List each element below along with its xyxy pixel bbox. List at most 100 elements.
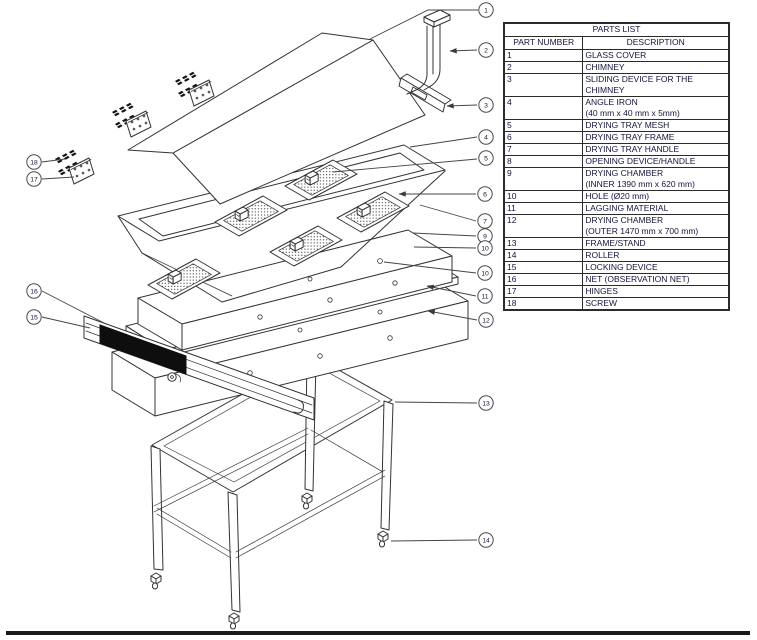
callout-balloon — [477, 186, 493, 202]
callout-balloon — [26, 309, 42, 325]
callout-number: 5 — [484, 155, 488, 162]
stand-leg — [380, 400, 394, 531]
drying-chamber-inner — [137, 229, 453, 351]
drying-tray-handle — [289, 236, 304, 252]
description-cell: DRYING TRAY HANDLE — [582, 143, 729, 156]
drying-tray-handle — [167, 269, 182, 285]
callout-balloon — [478, 97, 494, 113]
callout-balloon — [26, 154, 42, 170]
callout-number: 15 — [30, 314, 38, 321]
callout-number: 7 — [483, 218, 487, 225]
callout-16: 16 — [26, 283, 107, 325]
screw — [62, 153, 70, 160]
screw — [119, 106, 127, 113]
callout-11: 11 — [426, 284, 493, 304]
callout-17: 17 — [26, 171, 75, 187]
roller — [228, 612, 240, 630]
description-cell: OPENING DEVICE/HANDLE — [582, 155, 729, 168]
stand-leg — [227, 491, 241, 613]
callout-18: 18 — [26, 154, 66, 170]
description-cell: HINGES — [582, 285, 729, 298]
roller — [150, 572, 162, 590]
drying-tray-handle — [234, 206, 249, 222]
callout-number: 14 — [482, 537, 490, 544]
callout-number: 12 — [482, 317, 490, 324]
part-number-cell: 11 — [503, 202, 584, 215]
screw — [189, 71, 197, 79]
hinge-screw-set — [175, 71, 215, 107]
drying-tray-mesh — [278, 230, 334, 262]
description-cell: FRAME/STAND — [582, 237, 729, 250]
drying-tray-mesh — [293, 164, 349, 196]
part-number-cell: 3 — [503, 73, 584, 97]
callout-balloon — [478, 42, 494, 58]
callout-14: 14 — [390, 532, 494, 548]
callout-6: 6 — [398, 186, 493, 202]
part-number-cell: 8 — [503, 155, 584, 168]
callout-2: 2 — [449, 42, 494, 58]
callout-1: 1 — [369, 2, 494, 40]
callout-3: 3 — [446, 97, 494, 113]
part-number-cell: 15 — [503, 261, 584, 274]
description-cell: LOCKING DEVICE — [582, 261, 729, 274]
callout-balloon — [477, 288, 493, 304]
part-number-cell: 2 — [503, 61, 584, 74]
callout-12: 12 — [427, 309, 494, 328]
col-header-description: DESCRIPTION — [582, 36, 729, 50]
part-number-cell: 10 — [503, 190, 584, 203]
callout-number: 18 — [30, 159, 38, 166]
callout-15: 15 — [26, 309, 91, 329]
description-cell: CHIMNEY — [582, 61, 729, 74]
screw — [69, 149, 77, 157]
screw — [115, 121, 123, 129]
drying-tray-mesh — [223, 200, 279, 232]
screw — [55, 156, 63, 164]
screw — [58, 168, 66, 176]
part-number-cell: 4 — [503, 96, 584, 120]
sheet-bottom-border — [6, 631, 750, 635]
description-cell: LAGGING MATERIAL — [582, 202, 729, 215]
callout-number: 10 — [481, 270, 489, 277]
parts-list-title: PARTS LIST — [504, 23, 729, 37]
screw — [126, 102, 134, 110]
hinge-plate — [125, 110, 152, 138]
callout-balloon — [477, 213, 493, 229]
callout-number: 6 — [483, 191, 487, 198]
drying-tray-handle — [304, 170, 319, 186]
rollers — [150, 492, 389, 630]
door-handle-curl — [293, 399, 304, 414]
callout-number: 17 — [30, 176, 38, 183]
callout-balloon — [478, 395, 494, 411]
hopper — [117, 170, 446, 303]
part-number-cell: 17 — [503, 285, 584, 298]
callout-balloon — [478, 532, 494, 548]
observation-net — [99, 324, 187, 375]
callout-balloon — [477, 265, 493, 281]
locking-device — [167, 372, 181, 383]
callout-13: 13 — [394, 395, 494, 411]
callout-number: 9 — [483, 233, 487, 240]
callout-7: 7 — [419, 204, 493, 229]
part-number-cell: 14 — [503, 249, 584, 262]
hinge-screw-sets — [55, 71, 215, 185]
callout-number: 2 — [484, 47, 488, 54]
part-number-cell: 13 — [503, 237, 584, 250]
roller — [377, 530, 389, 548]
callout-number: 10 — [481, 245, 489, 252]
callout-balloon — [26, 171, 42, 187]
callout-number: 16 — [30, 288, 38, 295]
callout-9: 9 — [412, 228, 493, 244]
